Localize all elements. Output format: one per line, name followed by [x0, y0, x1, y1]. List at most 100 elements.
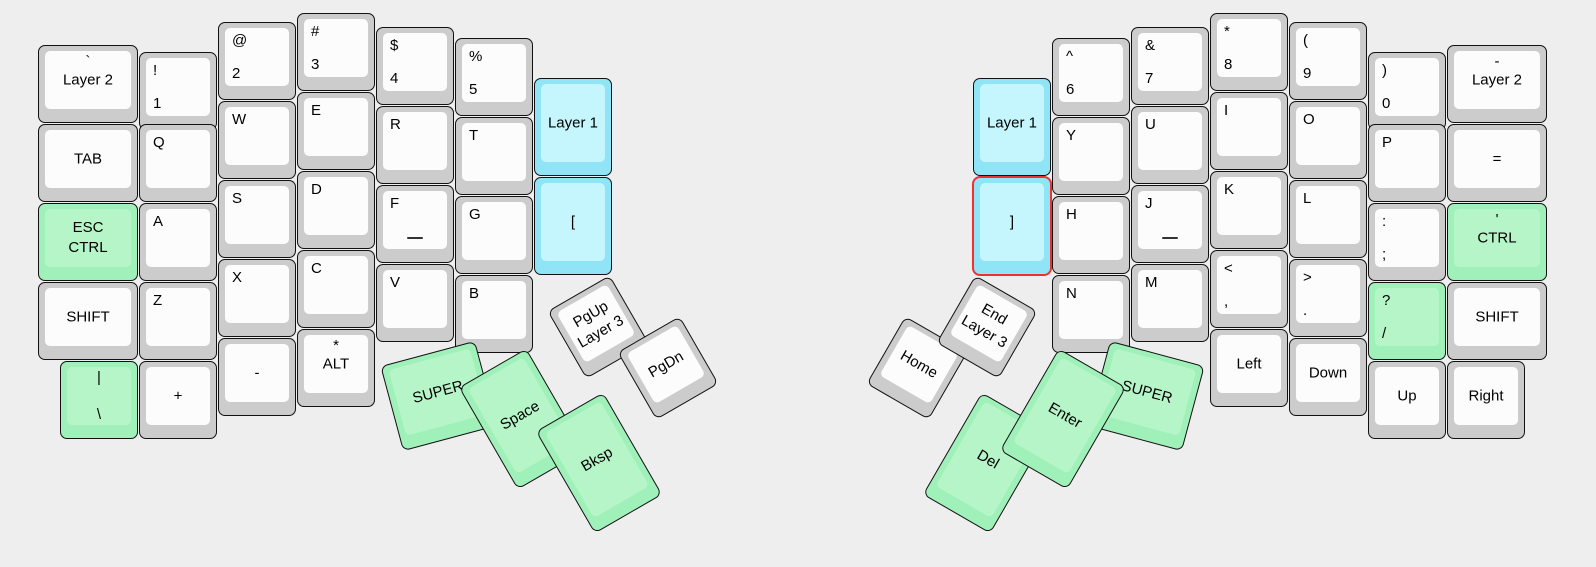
key-r-0[interactable]: )0	[1368, 52, 1446, 130]
legend-top-center: -	[1494, 53, 1500, 70]
keycap-r-u: U	[1138, 112, 1202, 170]
key-r-h[interactable]: H	[1052, 196, 1130, 274]
key-l-d[interactable]: D	[297, 171, 375, 249]
legend-top-center: |	[97, 369, 101, 386]
key-l-s[interactable]: S	[218, 180, 296, 258]
key-r-up[interactable]: Up	[1368, 361, 1446, 439]
keycap-r-h: H	[1059, 202, 1123, 260]
key-r-m[interactable]: M	[1131, 264, 1209, 342]
keycap-r-minus-layer2: -Layer 2	[1454, 51, 1540, 109]
key-l-5[interactable]: %5	[455, 38, 533, 116]
key-l-shift[interactable]: SHIFT	[38, 282, 138, 360]
key-r-shift[interactable]: SHIFT	[1447, 282, 1547, 360]
keycap-l-v: V	[383, 270, 447, 328]
key-r-k[interactable]: K	[1210, 171, 1288, 249]
key-l-w[interactable]: W	[218, 101, 296, 179]
key-r-period[interactable]: >.	[1289, 259, 1367, 337]
key-l-g[interactable]: G	[455, 196, 533, 274]
legend-bottom-left: 2	[232, 65, 241, 82]
key-r-o[interactable]: O	[1289, 101, 1367, 179]
legend-top-left: :	[1382, 213, 1387, 230]
legend-top-left: !	[153, 62, 158, 79]
legend-center: Up	[1397, 387, 1417, 405]
key-l-a[interactable]: A	[139, 203, 217, 281]
key-r-8[interactable]: *8	[1210, 13, 1288, 91]
key-r-p[interactable]: P	[1368, 124, 1446, 202]
key-l-c[interactable]: C	[297, 250, 375, 328]
key-r-j[interactable]: J	[1131, 185, 1209, 263]
keycap-r-6: ^6	[1059, 44, 1123, 102]
key-l-lbracket[interactable]: [	[534, 177, 612, 275]
keycap-l-e: E	[304, 98, 368, 156]
key-r-6[interactable]: ^6	[1052, 38, 1130, 116]
key-l-q[interactable]: Q	[139, 124, 217, 202]
key-r-quote-ctrl[interactable]: 'CTRL	[1447, 203, 1547, 281]
key-l-b[interactable]: B	[455, 275, 533, 353]
key-l-r[interactable]: R	[376, 106, 454, 184]
key-l-z[interactable]: Z	[139, 282, 217, 360]
legend-top-left: D	[311, 181, 322, 198]
legend-bottom-left: 4	[390, 70, 399, 87]
key-r-down[interactable]: Down	[1289, 338, 1367, 416]
keycap-r-8: *8	[1217, 19, 1281, 77]
key-l-t[interactable]: T	[455, 117, 533, 195]
legend-top-left: (	[1303, 32, 1308, 49]
legend-top-left: A	[153, 213, 164, 230]
legend-center-multiline: ESC CTRL	[68, 219, 108, 256]
key-l-2[interactable]: @2	[218, 22, 296, 100]
key-r-equals[interactable]: =	[1447, 124, 1547, 202]
key-r-layer1[interactable]: Layer 1	[973, 78, 1051, 176]
key-l-alt[interactable]: *ALT	[297, 329, 375, 407]
legend-bottom-center: \	[96, 406, 102, 423]
legend-top-left: Z	[153, 292, 163, 309]
key-l-esc-ctrl[interactable]: ESC CTRL	[38, 203, 138, 281]
key-r-9[interactable]: (9	[1289, 22, 1367, 100]
legend-bottom-left: ,	[1224, 293, 1229, 310]
key-l-4[interactable]: $4	[376, 27, 454, 105]
legend-bottom-left: /	[1382, 325, 1387, 342]
keycap-r-j: J	[1138, 191, 1202, 249]
legend-bottom-left: 9	[1303, 65, 1312, 82]
keycap-r-enter: Enter	[1012, 357, 1118, 474]
key-r-l[interactable]: L	[1289, 180, 1367, 258]
key-r-i[interactable]: I	[1210, 92, 1288, 170]
key-r-rbracket[interactable]: ]	[973, 177, 1051, 275]
legend-top-left: U	[1145, 116, 1156, 133]
key-r-left[interactable]: Left	[1210, 329, 1288, 407]
key-r-right[interactable]: Right	[1447, 361, 1525, 439]
key-l-tab[interactable]: TAB	[38, 124, 138, 202]
keycap-r-up: Up	[1375, 367, 1439, 425]
key-r-u[interactable]: U	[1131, 106, 1209, 184]
key-l-x[interactable]: X	[218, 259, 296, 337]
legend-center: [	[570, 213, 576, 231]
key-l-plus[interactable]: +	[139, 361, 217, 439]
key-l-grave-layer2[interactable]: `Layer 2	[38, 45, 138, 123]
legend-center-multiline: PgUp Layer 3	[570, 297, 627, 352]
legend-top-left: I	[1224, 102, 1229, 119]
key-l-minus[interactable]: -	[218, 338, 296, 416]
keycap-r-right: Right	[1454, 367, 1518, 425]
key-l-1[interactable]: !1	[139, 52, 217, 130]
key-r-comma[interactable]: <,	[1210, 250, 1288, 328]
keycap-l-s: S	[225, 186, 289, 244]
legend-top-left: )	[1382, 62, 1387, 79]
keycap-r-left: Left	[1217, 335, 1281, 393]
key-r-minus-layer2[interactable]: -Layer 2	[1447, 45, 1547, 123]
key-r-slash[interactable]: ?/	[1368, 282, 1446, 360]
keycap-l-layer1: Layer 1	[541, 84, 605, 162]
key-r-y[interactable]: Y	[1052, 117, 1130, 195]
key-r-7[interactable]: &7	[1131, 27, 1209, 105]
keycap-l-bksp: Bksp	[544, 401, 650, 518]
key-r-n[interactable]: N	[1052, 275, 1130, 353]
key-l-f[interactable]: F	[376, 185, 454, 263]
key-l-v[interactable]: V	[376, 264, 454, 342]
legend-bottom-left: 5	[469, 81, 478, 98]
keycap-l-w: W	[225, 107, 289, 165]
key-l-e[interactable]: E	[297, 92, 375, 170]
legend-center-multiline: End Layer 3	[958, 300, 1011, 352]
key-l-3[interactable]: #3	[297, 13, 375, 91]
key-l-layer1[interactable]: Layer 1	[534, 78, 612, 176]
key-r-semicolon[interactable]: :;	[1368, 203, 1446, 281]
key-l-pipe-backslash[interactable]: |\	[60, 361, 138, 439]
legend-bottom-left: .	[1303, 302, 1308, 319]
